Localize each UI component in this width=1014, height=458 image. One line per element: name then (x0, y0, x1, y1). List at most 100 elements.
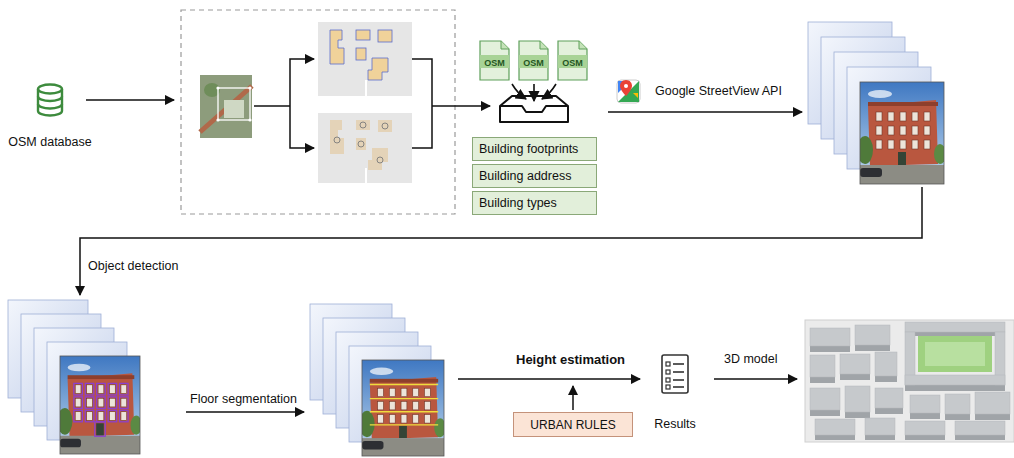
osm-file-icon: OSM (479, 40, 510, 81)
city-3d-model-part-part (875, 388, 903, 408)
attribute-box: Building types (472, 191, 597, 215)
osm-extract-panel-part (181, 10, 455, 214)
database-symbol-part (38, 85, 62, 116)
file-outline-part (501, 41, 509, 49)
footprint-map-part (318, 22, 412, 96)
results-icon: Results (645, 353, 705, 432)
file-outline-part (480, 41, 509, 80)
flow-arrows (80, 59, 922, 412)
city-3d-model-part-part (865, 418, 895, 435)
map-thumbnail-part (216, 86, 219, 89)
flow-arrows-part (290, 106, 314, 148)
city-3d-model-part-part (905, 322, 1005, 332)
address-map-part-part (360, 122, 366, 128)
address-map-part (334, 122, 388, 163)
city-3d-model (805, 320, 1014, 442)
flow-arrows-part (458, 378, 640, 380)
google-maps-icon-part (633, 93, 638, 98)
map-thumbnail-part (224, 100, 244, 118)
city-3d-model-part-part (905, 385, 1005, 391)
step-label: Height estimation (516, 352, 625, 367)
document-symbol-part (662, 355, 688, 393)
city-3d-model-part-part (810, 377, 835, 383)
map-thumbnail-part (248, 86, 251, 89)
google-maps-icon-part (618, 81, 639, 102)
city-3d-model-part-part (905, 435, 945, 440)
document-symbol-part-part (673, 386, 684, 388)
city-3d-model-part-part (875, 376, 897, 382)
map-thumbnail-part (216, 118, 219, 121)
city-3d-model-part-part (810, 346, 850, 352)
city-3d-model-part-part (810, 355, 835, 377)
document-symbol-part-part (673, 363, 684, 365)
streetview-stack-part (860, 82, 944, 184)
map-thumbnail-part (200, 75, 252, 138)
address-map-part-part (356, 120, 370, 130)
flow-arrows-part (432, 105, 490, 107)
map-thumbnail-part (218, 88, 250, 120)
rules-box: URBAN RULES (513, 412, 633, 437)
address-map-part-part (382, 123, 388, 129)
address-map-part (330, 120, 392, 170)
city-3d-model-part-part (945, 414, 970, 420)
detection-stack-part (57, 356, 142, 454)
node-label: Results (645, 417, 705, 432)
node-label: OSM database (5, 135, 95, 150)
database-symbol (34, 82, 66, 118)
city-3d-model-part-part (810, 410, 840, 416)
file-label: OSM (484, 58, 505, 68)
flow-arrows-part (412, 59, 432, 106)
footprint-map-part-part (330, 30, 344, 64)
segmentation-stack-part (370, 384, 438, 424)
address-map (318, 113, 412, 183)
footprint-map-part-part (378, 30, 392, 42)
database-icon: OSM database (5, 82, 95, 150)
city-3d-model-part (918, 336, 992, 372)
city-3d-model-part (810, 322, 1010, 435)
city-3d-model-part-part (865, 435, 895, 440)
detection-stack-part (60, 356, 140, 454)
city-3d-model-part-part (840, 374, 870, 380)
google-maps-icon (617, 80, 640, 103)
document-symbol-part-part (662, 355, 688, 393)
document-symbol-part-part (666, 378, 670, 382)
flow-arrows-part (412, 106, 432, 148)
city-3d-model-part-part (905, 421, 945, 435)
address-map-part-part (378, 120, 392, 132)
data-tray-icon-part (512, 84, 526, 99)
footprint-map-part-part (368, 58, 388, 80)
flow-arrows-part (80, 187, 922, 295)
map-thumbnail (200, 75, 252, 138)
data-tray-icon-part (500, 106, 568, 112)
database-symbol-part-part (38, 89, 62, 116)
file-outline-part (519, 55, 548, 68)
city-3d-model-part-part (855, 345, 890, 351)
file-outline-part (480, 55, 509, 68)
city-3d-model-part-part (845, 412, 870, 418)
document-symbol-part-part (666, 370, 670, 374)
city-3d-model-part-part (910, 413, 940, 419)
file-outline-part (558, 41, 587, 80)
document-symbol-part-part (666, 385, 670, 389)
box-label: Building types (479, 196, 557, 210)
google-maps-icon-part (617, 80, 640, 103)
address-map-part-part (368, 148, 388, 170)
city-3d-model-part-part (955, 421, 1005, 435)
google-maps-icon-part (624, 84, 628, 88)
database-symbol-part-part (38, 97, 62, 102)
city-3d-model-part-part (975, 414, 1010, 420)
city-3d-model-part-part (945, 394, 970, 414)
footprint-map-part-part (356, 30, 370, 40)
footprint-map-part (365, 80, 367, 96)
flow-arrows-part (254, 105, 290, 107)
document-symbol-part-part (673, 371, 684, 373)
streetview-stack-part (857, 82, 946, 184)
segmentation-stack (310, 304, 446, 456)
flow-arrows-part (290, 59, 314, 106)
detection-stack (8, 300, 142, 454)
address-map-part-part (334, 137, 340, 143)
city-3d-model-part-part (845, 386, 870, 412)
file-label: OSM (562, 58, 583, 68)
city-3d-model-part-part (855, 325, 890, 345)
